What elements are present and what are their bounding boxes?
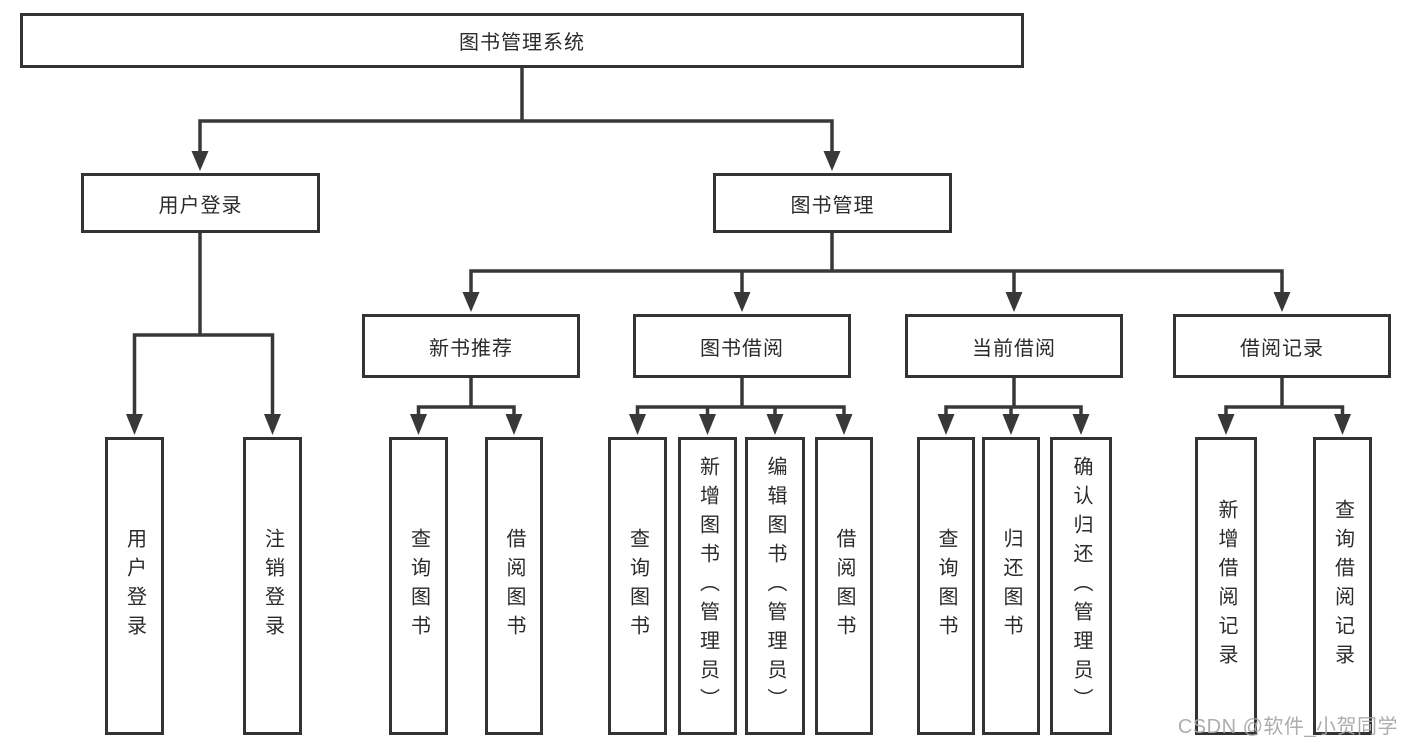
node-book-management: 图书管理: [713, 173, 952, 233]
leaf-recommend-query-books-label: 查询图书: [407, 528, 430, 644]
node-new-book-recommendation: 新书推荐: [362, 314, 580, 378]
leaf-return-books: 归还图书: [982, 437, 1040, 735]
leaf-confirm-return-admin: 确认归还（管理员）: [1050, 437, 1112, 735]
node-current-borrowing: 当前借阅: [905, 314, 1123, 378]
leaf-recommend-query-books: 查询图书: [389, 437, 448, 735]
leaf-recommend-borrow-books-label: 借阅图书: [503, 528, 525, 644]
arrowhead-icons: [126, 151, 1351, 435]
leaf-user-login-label: 用户登录: [123, 528, 146, 644]
node-user-login: 用户登录: [81, 173, 320, 233]
leaf-borrowing-query-books: 查询图书: [608, 437, 667, 735]
leaf-logout-login-label: 注销登录: [261, 528, 284, 644]
node-borrowing-records-label: 借阅记录: [1240, 337, 1324, 360]
node-root: 图书管理系统: [20, 13, 1024, 68]
leaf-confirm-return-admin-label: 确认归还（管理员）: [1070, 455, 1092, 717]
node-user-login-label: 用户登录: [158, 194, 243, 217]
leaf-logout-login: 注销登录: [243, 437, 302, 735]
leaf-current-query-books: 查询图书: [917, 437, 975, 735]
leaf-query-borrow-record: 查询借阅记录: [1313, 437, 1372, 735]
leaf-edit-book-admin: 编辑图书（管理员）: [745, 437, 805, 735]
leaf-current-query-books-label: 查询图书: [935, 528, 957, 644]
node-borrowing-records: 借阅记录: [1173, 314, 1391, 378]
node-book-management-label: 图书管理: [790, 194, 875, 217]
leaf-add-borrow-record-label: 新增借阅记录: [1215, 499, 1237, 673]
leaf-return-books-label: 归还图书: [1000, 528, 1022, 644]
node-book-borrowing-label: 图书借阅: [700, 337, 784, 360]
leaf-user-login: 用户登录: [105, 437, 164, 735]
node-root-label: 图书管理系统: [459, 32, 585, 54]
leaf-query-borrow-record-label: 查询借阅记录: [1331, 499, 1354, 673]
leaf-borrowing-borrow-books-label: 借阅图书: [833, 528, 855, 644]
node-current-borrowing-label: 当前借阅: [972, 337, 1056, 360]
leaf-recommend-borrow-books: 借阅图书: [485, 437, 543, 735]
node-book-borrowing: 图书借阅: [633, 314, 851, 378]
node-new-book-recommendation-label: 新书推荐: [429, 337, 513, 360]
leaf-borrowing-borrow-books: 借阅图书: [815, 437, 873, 735]
leaf-edit-book-admin-label: 编辑图书（管理员）: [764, 455, 786, 717]
leaf-add-borrow-record: 新增借阅记录: [1195, 437, 1257, 735]
leaf-add-book-admin-label: 新增图书（管理员）: [696, 455, 719, 717]
leaf-borrowing-query-books-label: 查询图书: [626, 528, 649, 644]
csdn-watermark: CSDN @软件_小贺同学: [1177, 716, 1398, 738]
leaf-add-book-admin: 新增图书（管理员）: [678, 437, 737, 735]
